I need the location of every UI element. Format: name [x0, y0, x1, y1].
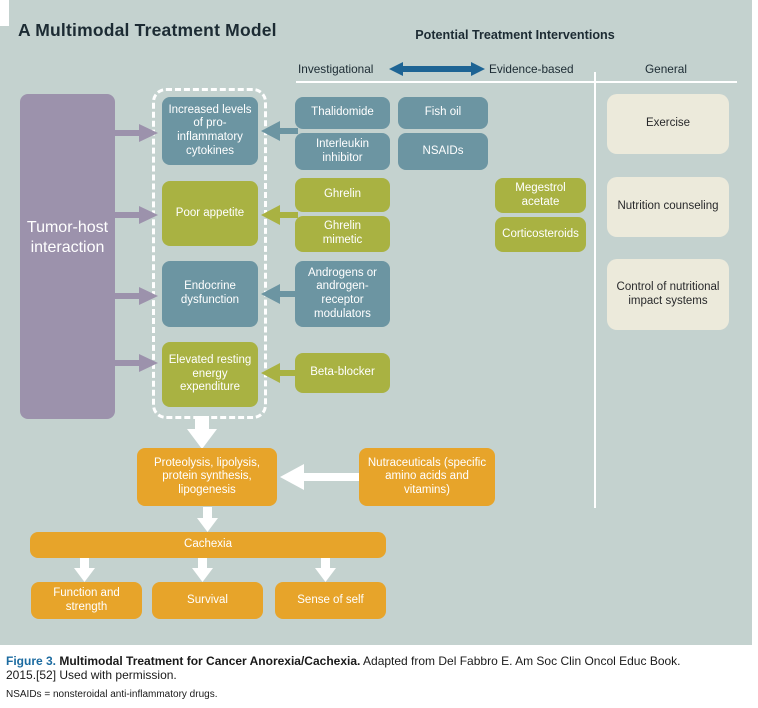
- caption-bold-title: Multimodal Treatment for Cancer Anorexia…: [59, 654, 361, 668]
- nutraceuticals-box: Nutraceuticals (specific amino acids and…: [359, 448, 495, 506]
- double-arrow-investigational-evidence-icon: [389, 62, 485, 76]
- treatment-box-thalidomide: Thalidomide: [295, 97, 390, 129]
- arrow-betablocker-to-energy-icon: [261, 363, 298, 383]
- proteolysis-box: Proteolysis, lipolysis, protein synthesi…: [137, 448, 277, 506]
- treatment-box-corticosteroids: Corticosteroids: [495, 217, 586, 252]
- treatment-box-ghrelin: Ghrelin: [295, 178, 390, 212]
- mechanism-box-cytokines: Increased levels of pro-inflammatory cyt…: [162, 97, 258, 165]
- arrow-mechanisms-to-proteolysis-icon: [187, 416, 217, 449]
- general-box-exercise: Exercise: [607, 94, 729, 154]
- mechanism-box-endocrine: Endocrine dysfunction: [162, 261, 258, 327]
- general-column-divider-line: [594, 72, 596, 508]
- mechanism-box-energy: Elevated resting energy expenditure: [162, 342, 258, 407]
- treatment-box-ghrelin-mimetic: Ghrelin mimetic: [295, 216, 390, 252]
- column-label-evidence-based: Evidence-based: [489, 62, 574, 76]
- tumor-host-box: Tumor-host interaction: [20, 94, 115, 419]
- arrow-nutraceuticals-to-proteolysis-icon: [280, 464, 362, 490]
- caption-source-text: Adapted from Del Fabbro E. Am Soc Clin O…: [6, 654, 681, 683]
- arrow-antiinflammatories-to-cytokines-icon: [261, 121, 298, 141]
- abbreviation-footnote: NSAIDs = nonsteroidal anti-inflammatory …: [6, 689, 218, 700]
- column-label-general: General: [645, 62, 687, 76]
- mechanism-box-poor-appetite: Poor appetite: [162, 181, 258, 246]
- treatment-box-megestrol: Megestrol acetate: [495, 178, 586, 213]
- outcome-box-function-strength: Function and strength: [31, 582, 142, 619]
- treatment-box-fish-oil: Fish oil: [398, 97, 488, 129]
- arrow-tumorhost-to-energy-icon: [111, 354, 158, 372]
- diagram-title: A Multimodal Treatment Model: [18, 20, 277, 40]
- outcome-box-survival: Survival: [152, 582, 263, 619]
- treatment-box-beta-blocker: Beta-blocker: [295, 353, 390, 393]
- figure-number-label: Figure 3.: [6, 654, 57, 668]
- general-box-nutritional-impact: Control of nutritional impact systems: [607, 259, 729, 330]
- treatment-box-interleukin-inhibitor: Interleukin inhibitor: [295, 133, 390, 170]
- background-notch: [0, 0, 9, 26]
- arrow-androgens-to-endocrine-icon: [261, 284, 298, 304]
- treatment-box-nsaids: NSAIDs: [398, 133, 488, 170]
- arrow-appetite-agents-to-appetite-icon: [261, 205, 298, 225]
- arrow-tumorhost-to-cytokines-icon: [111, 124, 158, 142]
- arrow-tumorhost-to-endocrine-icon: [111, 287, 158, 305]
- mechanisms-dashed-outline: [152, 88, 267, 419]
- treatment-box-androgens: Androgens or androgen-receptor modulator…: [295, 261, 390, 327]
- arrow-tumorhost-to-appetite-icon: [111, 206, 158, 224]
- interventions-header: Potential Treatment Interventions: [415, 28, 615, 42]
- general-box-nutrition-counseling: Nutrition counseling: [607, 177, 729, 237]
- arrow-proteolysis-to-cachexia-icon: [197, 507, 218, 532]
- column-label-investigational: Investigational: [298, 62, 374, 76]
- outcome-box-sense-of-self: Sense of self: [275, 582, 386, 619]
- arrow-cachexia-to-function-icon: [74, 558, 95, 582]
- cachexia-box: Cachexia: [30, 532, 386, 558]
- arrow-cachexia-to-sense-icon: [315, 558, 336, 582]
- header-divider-line: [296, 81, 737, 83]
- arrow-cachexia-to-survival-icon: [192, 558, 213, 582]
- figure-caption: Figure 3. Multimodal Treatment for Cance…: [6, 654, 706, 682]
- tumor-host-label: Tumor-host interaction: [26, 219, 109, 256]
